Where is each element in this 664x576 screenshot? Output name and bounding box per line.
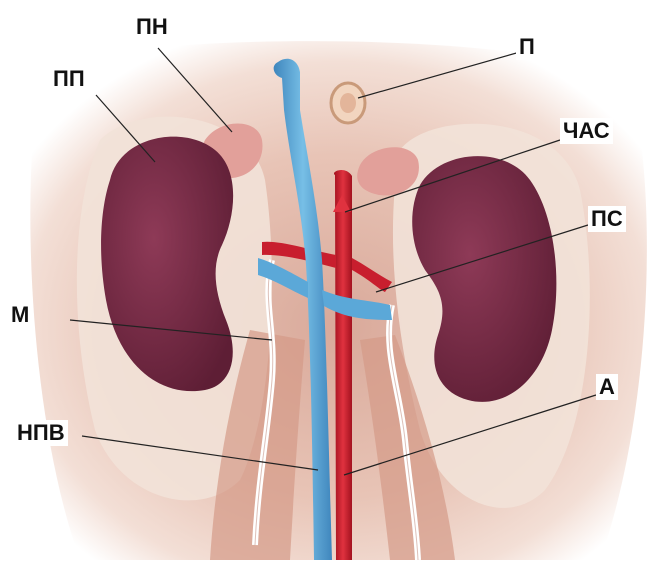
label-a: А (596, 374, 618, 400)
label-p: П (516, 34, 538, 60)
label-npv: НПВ (14, 420, 68, 446)
abdominal-aorta (334, 170, 352, 560)
label-ps: ПС (588, 206, 626, 232)
label-m: М (8, 302, 32, 328)
label-pp: ПП (50, 66, 88, 92)
label-chas: ЧАС (560, 118, 613, 144)
esophagus-lumen (340, 93, 356, 113)
label-pn: ПН (133, 14, 171, 40)
